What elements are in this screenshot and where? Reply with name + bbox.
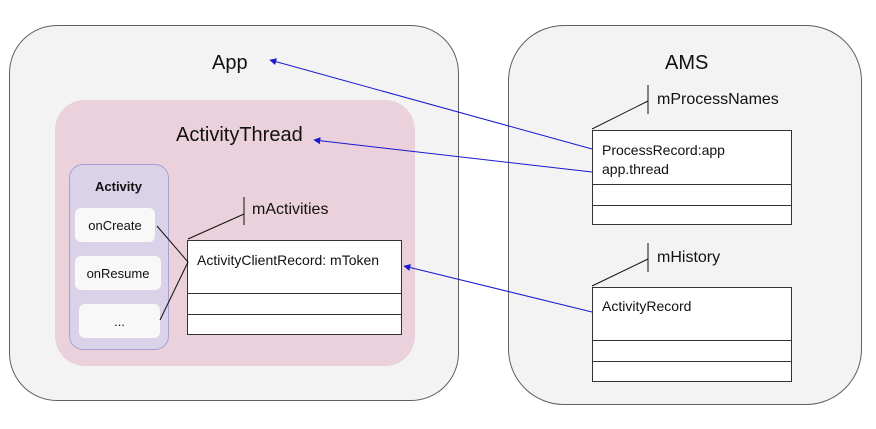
oncreate-connector xyxy=(156,225,189,263)
table-row-divider xyxy=(188,314,401,315)
activity-client-record-table: ActivityClientRecord: mToken xyxy=(187,240,402,335)
mprocessnames-label: mProcessNames xyxy=(657,91,779,108)
app-title: App xyxy=(212,52,248,74)
table-row-divider xyxy=(593,205,791,206)
ellipsis-method: ... xyxy=(79,304,160,338)
oncreate-method: onCreate xyxy=(75,208,155,242)
table-row-divider xyxy=(593,361,791,362)
process-record-line1: ProcessRecord:app xyxy=(602,142,725,158)
activity-record-table: ActivityRecord xyxy=(592,287,792,382)
activityrecord-to-mtoken-arrow xyxy=(403,264,593,313)
activity-client-record-cell: ActivityClientRecord: mToken xyxy=(197,252,380,268)
mhistory-bracket xyxy=(591,258,649,287)
ellipsis-connector xyxy=(159,261,189,321)
activity-thread-title: ActivityThread xyxy=(176,124,303,146)
processrecord-to-app-arrow xyxy=(269,58,593,150)
appthread-to-activitythread-arrow xyxy=(313,137,593,173)
process-record-line2: app.thread xyxy=(602,161,669,177)
mactivities-bracket xyxy=(187,213,245,240)
mactivities-label: mActivities xyxy=(252,201,329,218)
activity-record-cell: ActivityRecord xyxy=(602,298,692,314)
table-row-divider xyxy=(593,184,791,185)
onresume-method: onResume xyxy=(75,256,161,290)
process-record-table: ProcessRecord:app app.thread xyxy=(592,130,792,225)
activity-title: Activity xyxy=(95,179,142,194)
table-row-divider xyxy=(188,293,401,294)
mprocessnames-bracket xyxy=(591,100,649,130)
table-row-divider xyxy=(593,340,791,341)
mhistory-label: mHistory xyxy=(657,249,721,266)
ams-title: AMS xyxy=(665,52,709,74)
